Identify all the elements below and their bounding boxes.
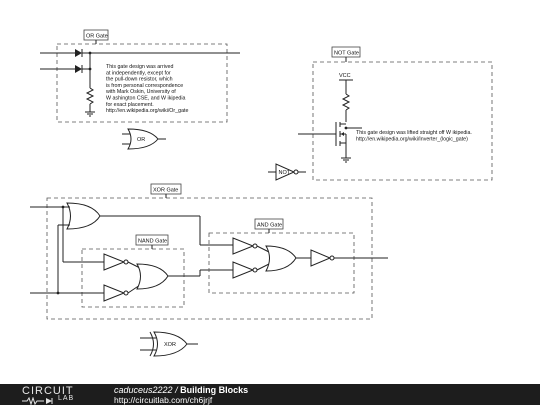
xor-gate-block[interactable]: XOR Gate NAND Gate AND Gate (30, 183, 388, 320)
diode-b-icon (75, 65, 82, 73)
or-note-line-4: is from personal correspondence (106, 83, 183, 89)
nand-inverter-a (103, 253, 126, 271)
not-gate-block[interactable]: NOT Gate VCC This gate design was lifted… (298, 46, 493, 181)
and-output-inverter (310, 249, 332, 267)
or-gate-symbol[interactable]: OR (122, 128, 166, 150)
or-note-line-5: with Mark Oskin, University of (106, 89, 176, 95)
circuitlab-logo[interactable]: CIRCUIT LAB (22, 385, 102, 405)
project-url[interactable]: http://circuitlab.com/ch6jrjf (114, 395, 213, 405)
footer-bar: CIRCUIT LAB caduceus2222 / Building Bloc… (0, 384, 540, 405)
waveform-icon (22, 397, 53, 405)
not-symbol-label: NOT (279, 170, 291, 176)
or-note-line-6: W ashington CSE, and W ikipedia (106, 96, 186, 102)
diode-a-icon (75, 49, 82, 57)
or-symbol-label: OR (137, 137, 145, 143)
pull-down-resistor-icon (85, 87, 95, 105)
or-gate-block[interactable]: OR Gate This gate design was arrived at … (40, 29, 240, 123)
or-note-line-7: for exact placement. (106, 102, 154, 108)
xor-gate-symbol[interactable]: XOR (140, 331, 198, 357)
schematic-canvas: OR Gate This gate design was arrived at … (30, 29, 493, 357)
nand-or-gate (136, 263, 169, 290)
or-gate-box (56, 43, 228, 123)
xor-symbol-label: XOR (164, 342, 176, 348)
xor-inner-or-gate (66, 202, 101, 230)
mosfet-icon (335, 122, 347, 158)
nand-inverter-b (103, 284, 126, 302)
not-gate-tag-label: NOT Gate (334, 51, 359, 57)
or-gate-tag-label: OR Gate (86, 34, 108, 40)
and-or-gate (265, 245, 297, 272)
and-inverter-a (232, 237, 255, 255)
project-title-line: caduceus2222 / Building Blocks (114, 385, 248, 395)
logo-top-text: CIRCUIT (22, 385, 74, 397)
author-link[interactable]: caduceus2222 (114, 385, 173, 395)
and-gate-tag-label: AND Gate (257, 223, 282, 229)
not-gate-symbol[interactable]: NOT (268, 163, 306, 181)
and-gate-box (208, 232, 355, 294)
not-gate-box (312, 61, 493, 181)
nand-gate-box (81, 248, 185, 308)
and-inverter-b (232, 261, 255, 279)
or-note-line-3: the pull-down resistor, which (106, 77, 173, 83)
not-note-line-1: This gate design was lifted straight off… (356, 130, 472, 136)
or-note-line-1: This gate design was arrived (106, 64, 173, 70)
or-gate-note: This gate design was arrived at independ… (106, 64, 188, 114)
nand-gate-tag-label: NAND Gate (138, 239, 167, 245)
not-note-line-2: http://en.wikipedia.org/wiki/Inverter_(l… (356, 137, 468, 143)
pull-up-resistor-icon (341, 93, 351, 111)
title-separator: / (172, 385, 181, 395)
vcc-label: VCC (339, 73, 351, 79)
xor-gate-tag-label: XOR Gate (153, 188, 178, 194)
or-note-line-8: http://en.wikipedia.org/wiki/Or_gate (106, 108, 188, 114)
project-name[interactable]: Building Blocks (180, 385, 249, 395)
not-gate-note: This gate design was lifted straight off… (356, 130, 473, 143)
or-note-line-2: at independently, except for (106, 70, 171, 76)
logo-bottom-text: LAB (58, 395, 75, 402)
